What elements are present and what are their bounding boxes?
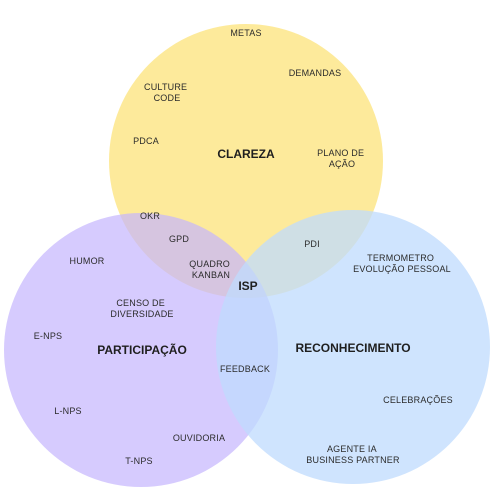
- item-agente-ia-line-1: AGENTE IA: [327, 444, 377, 454]
- item-termometro-line-2: EVOLUÇÃO PESSOAL: [353, 264, 451, 274]
- item-celebracoes: CELEBRAÇÕES: [383, 395, 453, 405]
- item-plano-de-acao: PLANO DE AÇÃO: [317, 148, 367, 169]
- item-termometro-line-1: TERMOMETRO: [367, 253, 434, 263]
- item-feedback: FEEDBACK: [220, 364, 270, 374]
- item-plano-de-acao-line-2: AÇÃO: [329, 159, 355, 169]
- item-censo-de-diversidade: CENSO DE DIVERSIDADE: [110, 298, 173, 319]
- item-termometro: TERMOMETRO EVOLUÇÃO PESSOAL: [353, 253, 451, 274]
- item-quadro-kanban-line-1: QUADRO: [189, 259, 230, 269]
- item-metas: METAS: [230, 28, 261, 38]
- circle-participacao: [4, 213, 278, 487]
- item-ouvidoria: OUVIDORIA: [173, 433, 225, 443]
- title-participacao: PARTICIPAÇÃO: [97, 342, 187, 357]
- title-reconhecimento: RECONHECIMENTO: [295, 341, 410, 355]
- item-plano-de-acao-line-1: PLANO DE: [317, 148, 364, 158]
- item-quadro-kanban-line-2: KANBAN: [192, 270, 230, 280]
- item-quadro-kanban: QUADRO KANBAN: [189, 259, 232, 280]
- item-pdi: PDI: [304, 239, 320, 249]
- item-humor: HUMOR: [70, 256, 105, 266]
- item-agente-ia-line-2: BUSINESS PARTNER: [306, 455, 400, 465]
- item-culture-code-line-2: CODE: [154, 93, 181, 103]
- item-okr: OKR: [140, 211, 160, 221]
- item-demandas: DEMANDAS: [289, 68, 342, 78]
- item-censo-line-2: DIVERSIDADE: [110, 309, 173, 319]
- item-culture-code: CULTURE CODE: [144, 82, 190, 103]
- item-pdca: PDCA: [133, 136, 159, 146]
- circle-reconhecimento: [216, 210, 490, 484]
- center-label-isp: ISP: [238, 279, 257, 293]
- item-culture-code-line-1: CULTURE: [144, 82, 187, 92]
- item-censo-line-1: CENSO DE: [116, 298, 165, 308]
- item-agente-ia: AGENTE IA BUSINESS PARTNER: [306, 444, 400, 465]
- item-gpd: GPD: [169, 234, 189, 244]
- item-l-nps: L-NPS: [54, 406, 82, 416]
- title-clareza: CLAREZA: [217, 147, 275, 161]
- item-e-nps: E-NPS: [34, 331, 63, 341]
- item-t-nps: T-NPS: [125, 456, 153, 466]
